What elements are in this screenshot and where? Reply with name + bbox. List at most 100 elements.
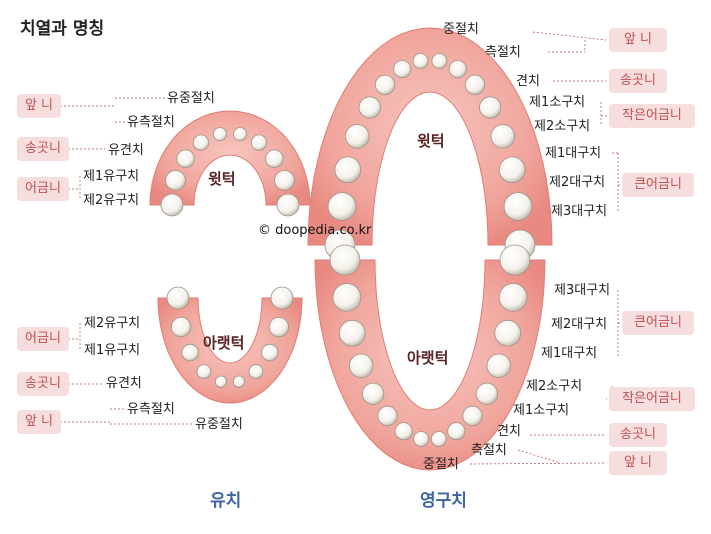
permanent-lower-canine-badge: 송곳니: [609, 423, 667, 447]
permanent-teeth-caption: 영구치: [420, 491, 467, 511]
primary-lower-lateral-incisor-label: 유측절치: [127, 402, 175, 417]
primary-upper-arch-tooth: [176, 149, 195, 168]
permanent-upper-molars-badge: 큰어금니: [622, 173, 694, 197]
primary-upper-arch-tooth: [160, 193, 184, 217]
permanent-lower-arch-tooth: [494, 319, 522, 347]
permanent-lower-arch-tooth: [430, 431, 447, 447]
permanent-upper-arch-tooth: [393, 60, 412, 79]
permanent-upper-incisors-badge: 앞 니: [609, 28, 667, 52]
permanent-lower-second-molar-label: 제2대구치: [551, 317, 608, 332]
permanent-lower-lateral-incisor-label: 측절치: [471, 443, 507, 458]
permanent-upper-arch-tooth: [431, 53, 448, 69]
permanent-lower-arch-tooth: [413, 431, 430, 447]
permanent-lower-arch-tooth: [499, 244, 531, 276]
permanent-upper-arch-tooth: [448, 60, 467, 79]
permanent-lower-premolars-badge: 작은어금니: [609, 387, 695, 411]
primary-lower-central-incisor-label: 유중절치: [195, 417, 243, 432]
primary-upper-arch-tooth: [274, 170, 295, 191]
primary-upper-canine-badge: 송곳니: [17, 137, 69, 161]
primary-upper-central-incisor-label: 유중절치: [167, 91, 215, 106]
permanent-lower-arch-tooth: [498, 283, 528, 312]
permanent-upper-central-incisor-label: 중절치: [443, 22, 479, 37]
permanent-lower-arch-tooth: [329, 244, 361, 276]
permanent-lower-arch-tooth: [377, 405, 398, 426]
permanent-lower-third-molar-label: 제3대구치: [554, 283, 611, 298]
primary-lower-canine-label: 유견치: [106, 376, 142, 391]
primary-upper-arch-gum: [149, 110, 311, 206]
primary-lower-arch-tooth: [171, 316, 192, 338]
permanent-upper-second-premolar-label: 제2소구치: [534, 119, 591, 134]
permanent-upper-arch-tooth: [334, 156, 362, 184]
permanent-lower-incisors-badge: 앞 니: [609, 451, 667, 475]
permanent-lower-second-premolar-label: 제2소구치: [526, 379, 583, 394]
primary-upper-jaw-label: 윗턱: [208, 170, 236, 188]
primary-lower-arch-tooth: [268, 316, 289, 338]
primary-lower-arch-tooth: [248, 364, 264, 380]
primary-lower-arch-tooth: [214, 375, 228, 388]
permanent-upper-canine-label: 견치: [516, 74, 540, 89]
permanent-upper-arch-tooth: [327, 192, 357, 221]
leader-line: [517, 449, 561, 464]
page-title: 치열과 명칭: [20, 19, 105, 39]
primary-teeth-caption: 유치: [210, 491, 242, 511]
permanent-upper-lateral-incisor-label: 측절치: [485, 45, 521, 60]
permanent-lower-arch-tooth: [361, 382, 385, 405]
primary-upper-lateral-incisor-label: 유측절치: [127, 115, 175, 130]
credit-text: © doopedia.co.kr: [258, 223, 372, 238]
primary-upper-arch-tooth: [250, 134, 268, 151]
permanent-upper-first-premolar-label: 제1소구치: [529, 95, 586, 110]
permanent-upper-arch-tooth: [498, 156, 526, 184]
permanent-upper-arch-tooth: [503, 192, 533, 221]
permanent-upper-arch-tooth: [479, 96, 502, 119]
permanent-upper-first-molar-label: 제1대구치: [545, 146, 602, 161]
primary-upper-first-molar-label: 제1유구치: [83, 169, 140, 184]
permanent-lower-jaw-label: 아랫턱: [407, 349, 449, 367]
primary-lower-molars-badge: 어금니: [17, 327, 69, 351]
permanent-lower-arch-tooth: [338, 319, 366, 347]
permanent-lower-central-incisor-label: 중절치: [423, 457, 459, 472]
permanent-lower-arch-gum: [314, 259, 546, 471]
permanent-lower-first-premolar-label: 제1소구치: [513, 403, 570, 418]
primary-upper-arch-tooth: [212, 127, 227, 142]
leader-line: [469, 462, 607, 465]
permanent-lower-arch-tooth: [349, 353, 374, 379]
permanent-lower-arch-tooth: [486, 353, 512, 379]
permanent-upper-arch-tooth: [345, 124, 370, 149]
primary-upper-arch-tooth: [276, 193, 300, 217]
permanent-upper-arch-tooth: [412, 53, 429, 69]
primary-lower-incisors-badge: 앞 니: [17, 410, 61, 434]
primary-lower-arch-tooth: [261, 343, 279, 362]
permanent-lower-arch-tooth: [394, 422, 413, 441]
permanent-upper-second-molar-label: 제2대구치: [549, 175, 606, 190]
primary-upper-canine-label: 유견치: [108, 143, 144, 158]
primary-lower-arch-tooth: [232, 375, 246, 388]
primary-lower-arch-tooth: [270, 286, 294, 310]
primary-lower-arch-gum: [157, 297, 303, 404]
permanent-upper-arch-tooth: [464, 74, 486, 95]
permanent-lower-arch-tooth: [447, 422, 466, 441]
permanent-lower-canine-label: 견치: [497, 424, 521, 439]
permanent-upper-premolars-badge: 작은어금니: [609, 104, 695, 128]
permanent-lower-arch-tooth: [332, 283, 362, 312]
primary-lower-canine-badge: 송곳니: [17, 372, 69, 396]
primary-upper-arch-tooth: [265, 149, 284, 168]
permanent-upper-arch-tooth: [490, 124, 516, 149]
primary-lower-second-molar-label: 제2유구치: [84, 316, 141, 331]
permanent-upper-jaw-label: 윗턱: [417, 132, 445, 150]
primary-lower-arch-tooth: [196, 364, 212, 380]
primary-lower-arch-tooth: [166, 286, 190, 310]
primary-upper-arch-tooth: [165, 170, 186, 191]
primary-upper-incisors-badge: 앞 니: [17, 94, 61, 118]
permanent-lower-first-molar-label: 제1대구치: [541, 346, 598, 361]
permanent-upper-arch-gum: [307, 27, 553, 246]
permanent-upper-arch-tooth: [374, 74, 396, 95]
primary-lower-arch-tooth: [181, 343, 199, 362]
permanent-lower-molars-badge: 큰어금니: [622, 311, 694, 335]
primary-upper-arch-tooth: [233, 127, 248, 142]
leader-line: [532, 31, 607, 41]
primary-lower-jaw-label: 아랫턱: [203, 334, 245, 352]
permanent-upper-canine-badge: 송곳니: [609, 69, 667, 93]
primary-lower-first-molar-label: 제1유구치: [84, 343, 141, 358]
permanent-lower-arch-tooth: [462, 405, 483, 426]
